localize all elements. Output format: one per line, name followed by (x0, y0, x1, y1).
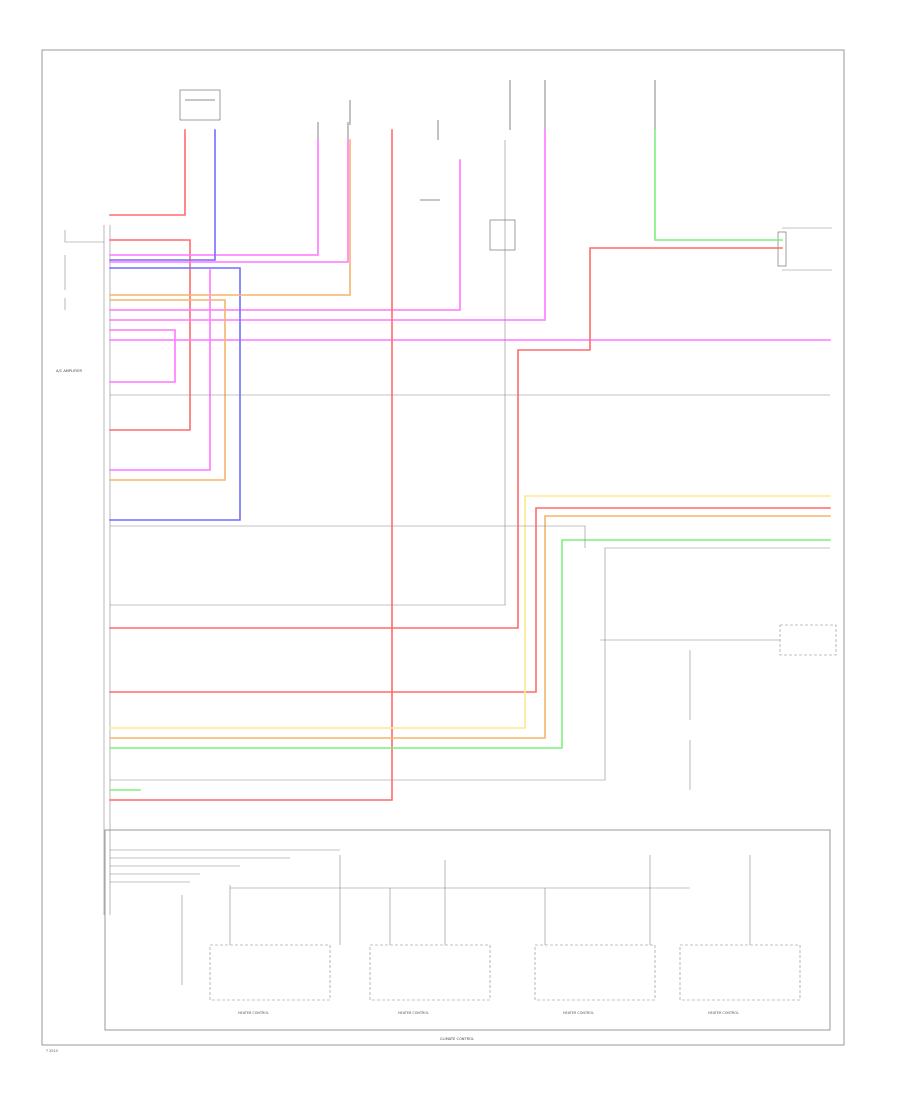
wire-orange-right (109, 515, 831, 739)
wire-pink-1 (109, 139, 319, 256)
wire-pink-4 (109, 129, 546, 321)
svg-text:HEATER CONTROL: HEATER CONTROL (398, 1011, 429, 1015)
bottom-pin-lines (110, 849, 690, 985)
diagram-frame (41, 49, 845, 1046)
wire-pink-3 (109, 159, 461, 311)
wire-red-right-1 (109, 247, 783, 629)
wire-red-right-2 (109, 507, 831, 693)
page-label: T 2010 (45, 1049, 58, 1053)
top-component-2 (317, 100, 351, 140)
switch-component (489, 219, 516, 251)
svg-text:HEATER CONTROL: HEATER CONTROL (238, 1011, 269, 1015)
svg-text:HEATER CONTROL: HEATER CONTROL (708, 1011, 739, 1015)
right-connector-mid (779, 624, 837, 656)
wire-red-2 (109, 239, 191, 431)
right-connector (777, 227, 832, 271)
wire-red-1 (109, 129, 186, 216)
wire-gray-3 (110, 140, 506, 606)
wire-green-2 (654, 129, 783, 241)
wire-gray-2 (110, 525, 586, 548)
wire-blue-2 (109, 267, 241, 521)
bottom-module-3: HEATER CONTROL (534, 855, 656, 1015)
wire-orange-1 (109, 139, 351, 296)
bottom-caption: CLIMATE CONTROL (440, 1037, 474, 1041)
svg-text:HEATER CONTROL: HEATER CONTROL (563, 1011, 594, 1015)
wire-red-vertical (109, 129, 393, 801)
bottom-module-2: HEATER CONTROL (369, 860, 491, 1015)
amplifier-label: A/C AMPLIFIER (56, 369, 83, 373)
bottom-section-box (104, 829, 831, 1031)
bottom-module-4: HEATER CONTROL (679, 855, 801, 1015)
wire-pink-2 (109, 139, 349, 263)
wire-pink-7 (109, 269, 211, 471)
wire-gray-4 (110, 547, 830, 781)
amplifier-pin-strip (103, 225, 111, 915)
bottom-module-1: HEATER CONTROL (209, 855, 341, 1015)
wire-green-1 (109, 539, 831, 749)
wire-pink-6 (109, 329, 176, 383)
wire-orange-2 (109, 299, 226, 481)
top-component-1 (179, 89, 221, 121)
wire-yellow (109, 495, 831, 729)
wire-blue-1 (109, 129, 216, 261)
top-component-4 (509, 80, 546, 130)
left-stub-lines (64, 230, 104, 310)
top-component-3 (420, 120, 440, 201)
